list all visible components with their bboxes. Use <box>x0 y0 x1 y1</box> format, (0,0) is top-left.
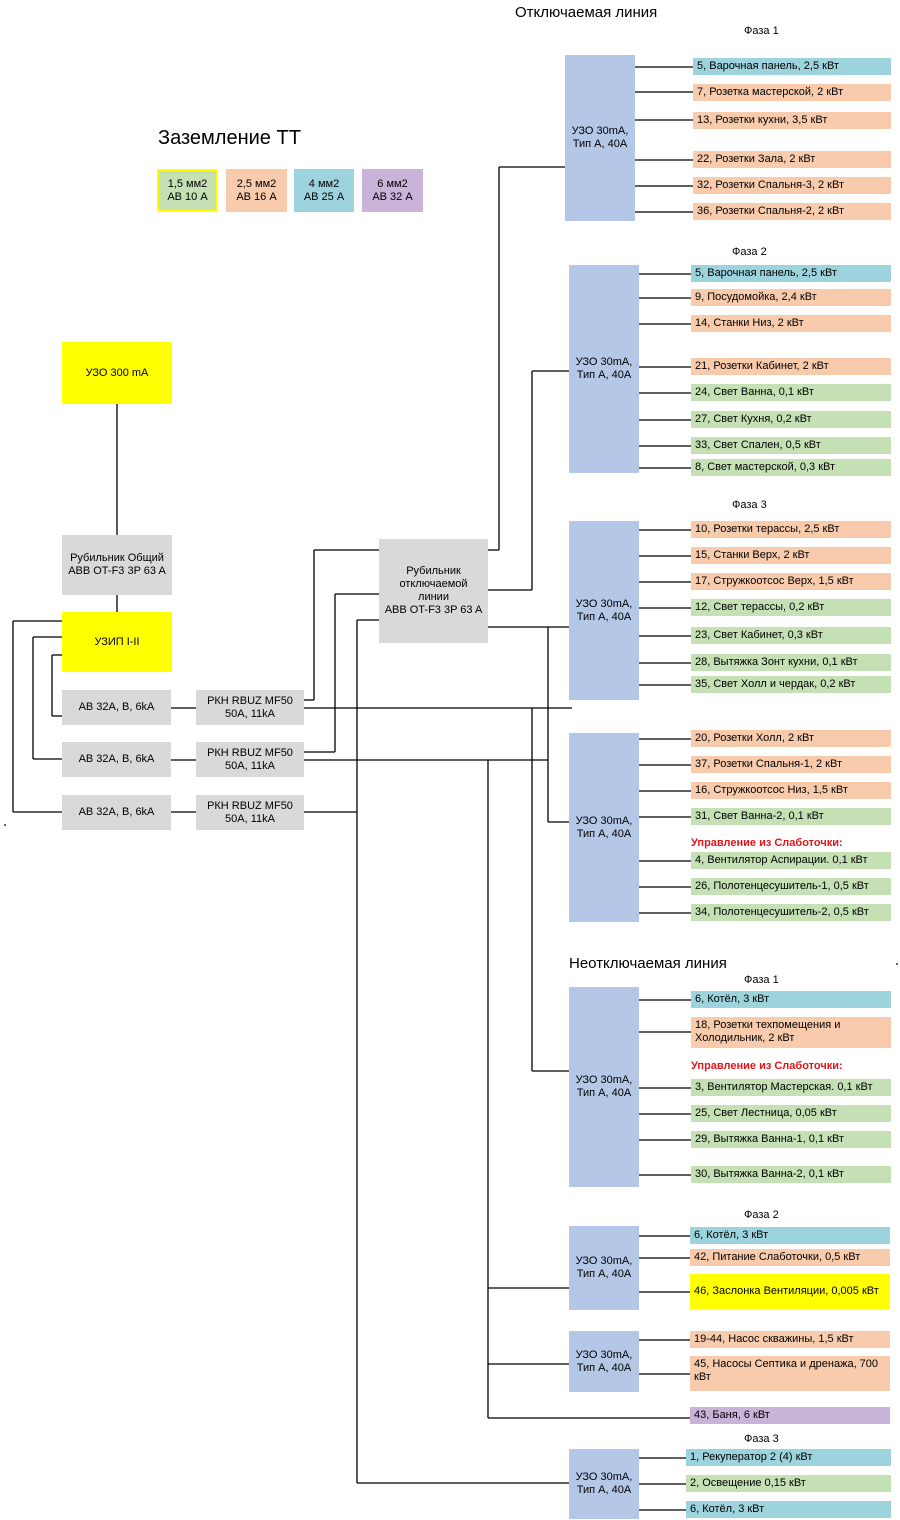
circuit-item: 46, Заслонка Вентиляции, 0,005 кВт <box>690 1274 890 1309</box>
line-switch: Рубильник отключаемой линии ABB OT-F3 3P… <box>379 539 488 643</box>
circuit-item: 37, Розетки Спальня-1, 2 кВт <box>691 756 891 773</box>
weak-current-control-label: Управление из Слаботочки: <box>691 1060 843 1072</box>
stray-dot <box>896 963 898 965</box>
circuit-item: 24, Свет Ванна, 0,1 кВт <box>691 384 891 401</box>
breaker-32a: АВ 32А, B, 6kA <box>62 690 171 725</box>
circuit-item: 6, Котёл, 3 кВт <box>686 1501 891 1518</box>
circuit-item: 25, Свет Лестница, 0,05 кВт <box>691 1105 891 1122</box>
circuit-item: 45, Насосы Септика и дренажа, 700 кВт <box>690 1356 890 1391</box>
legend-item-4mm: 4 мм2 АВ 25 А <box>294 169 354 212</box>
breaker-32a: АВ 32А, B, 6kA <box>62 742 171 777</box>
stray-dot <box>4 824 6 826</box>
circuit-item: 22, Розетки Зала, 2 кВт <box>693 151 891 168</box>
rcd-30ma: УЗО 30mA, Тип А, 40А <box>569 987 639 1187</box>
circuit-item: 6, Котёл, 3 кВт <box>691 991 891 1008</box>
circuit-item: 16, Стружкоотсос Низ, 1,5 кВт <box>691 782 891 799</box>
rcd-30ma: УЗО 30mA, Тип А, 40А <box>569 265 639 473</box>
circuit-item: 28, Вытяжка Зонт кухни, 0,1 кВт <box>691 654 891 671</box>
voltage-relay: РКН RBUZ MF50 50A, 11kA <box>196 742 304 777</box>
circuit-item: 20, Розетки Холл, 2 кВт <box>691 730 891 747</box>
circuit-item: 43, Баня, 6 кВт <box>690 1407 890 1424</box>
circuit-item: 31, Свет Ванна-2, 0,1 кВт <box>691 808 891 825</box>
phase-label: Фаза 1 <box>744 25 779 37</box>
breaker-32a: АВ 32А, B, 6kA <box>62 795 171 830</box>
unswitchable-line-title: Неотключаемая линия <box>569 955 727 972</box>
circuit-item: 27, Свет Кухня, 0,2 кВт <box>691 411 891 428</box>
rcd-300ma: УЗО 300 mA <box>62 342 172 404</box>
circuit-item: 26, Полотенцесушитель-1, 0,5 кВт <box>691 878 891 895</box>
circuit-item: 5, Варочная панель, 2,5 кВт <box>691 265 891 282</box>
circuit-item: 29, Вытяжка Ванна-1, 0,1 кВт <box>691 1131 891 1148</box>
rcd-30ma: УЗО 30mA, Тип А, 40А <box>565 55 635 221</box>
circuit-item: 1, Рекуператор 2 (4) кВт <box>686 1449 891 1466</box>
circuit-item: 14, Станки Низ, 2 кВт <box>691 315 891 332</box>
circuit-item: 35, Свет Холл и чердак, 0,2 кВт <box>691 676 891 693</box>
circuit-item: 8, Свет мастерской, 0,3 кВт <box>691 459 891 476</box>
circuit-item: 33, Свет Спален, 0,5 кВт <box>691 437 891 454</box>
circuit-item: 7, Розетка мастерской, 2 кВт <box>693 84 891 101</box>
circuit-item: 30, Вытяжка Ванна-2, 0,1 кВт <box>691 1166 891 1183</box>
surge-protector: УЗИП I-II <box>62 612 172 672</box>
circuit-item: 5, Варочная панель, 2,5 кВт <box>693 58 891 75</box>
voltage-relay: РКН RBUZ MF50 50A, 11kA <box>196 690 304 725</box>
circuit-item: 15, Станки Верх, 2 кВт <box>691 547 891 564</box>
phase-label: Фаза 3 <box>732 499 767 511</box>
switchable-line-title: Отключаемая линия <box>515 4 658 21</box>
phase-label: Фаза 1 <box>744 974 779 986</box>
circuit-item: 9, Посудомойка, 2,4 кВт <box>691 289 891 306</box>
grounding-title: Заземление ТТ <box>158 127 301 149</box>
circuit-item: 32, Розетки Спальня-3, 2 кВт <box>693 177 891 194</box>
circuit-item: 19-44, Насос скважины, 1,5 кВт <box>690 1331 890 1348</box>
circuit-item: 21, Розетки Кабинет, 2 кВт <box>691 358 891 375</box>
rcd-30ma: УЗО 30mA, Тип А, 40А <box>569 733 639 922</box>
circuit-item: 6, Котёл, 3 кВт <box>690 1227 890 1244</box>
legend-item-2-5mm: 2,5 мм2 АВ 16 А <box>226 169 287 212</box>
circuit-item: 18, Розетки техпомещения и Холодильник, … <box>691 1017 891 1048</box>
main-switch: Рубильник Общий ABB OT-F3 3P 63 A <box>62 535 172 595</box>
legend-item-6mm: 6 мм2 АВ 32 А <box>362 169 423 212</box>
rcd-30ma: УЗО 30mA, Тип А, 40А <box>569 1449 639 1519</box>
rcd-30ma: УЗО 30mA, Тип А, 40А <box>569 1226 639 1310</box>
phase-label: Фаза 2 <box>732 246 767 258</box>
phase-label: Фаза 2 <box>744 1209 779 1221</box>
circuit-item: 12, Свет терассы, 0,2 кВт <box>691 599 891 616</box>
circuit-item: 4, Вентилятор Аспирации. 0,1 кВт <box>691 852 891 869</box>
circuit-item: 36, Розетки Спальня-2, 2 кВт <box>693 203 891 220</box>
circuit-item: 17, Стружкоотсос Верх, 1,5 кВт <box>691 573 891 590</box>
circuit-item: 23, Свет Кабинет, 0,3 кВт <box>691 627 891 644</box>
voltage-relay: РКН RBUZ MF50 50A, 11kA <box>196 795 304 830</box>
circuit-item: 13, Розетки кухни, 3,5 кВт <box>693 112 891 129</box>
rcd-30ma: УЗО 30mA, Тип А, 40А <box>569 1331 639 1392</box>
weak-current-control-label: Управление из Слаботочки: <box>691 837 843 849</box>
circuit-item: 3, Вентилятор Мастерская. 0,1 кВт <box>691 1079 891 1096</box>
phase-label: Фаза 3 <box>744 1433 779 1445</box>
circuit-item: 10, Розетки терассы, 2,5 кВт <box>691 521 891 538</box>
circuit-item: 42, Питание Слаботочки, 0,5 кВт <box>690 1249 890 1266</box>
circuit-item: 2, Освещение 0,15 кВт <box>686 1475 891 1492</box>
circuit-item: 34, Полотенцесушитель-2, 0,5 кВт <box>691 904 891 921</box>
legend-item-1-5mm: 1,5 мм2 АВ 10 А <box>157 169 218 212</box>
rcd-30ma: УЗО 30mA, Тип А, 40А <box>569 521 639 700</box>
